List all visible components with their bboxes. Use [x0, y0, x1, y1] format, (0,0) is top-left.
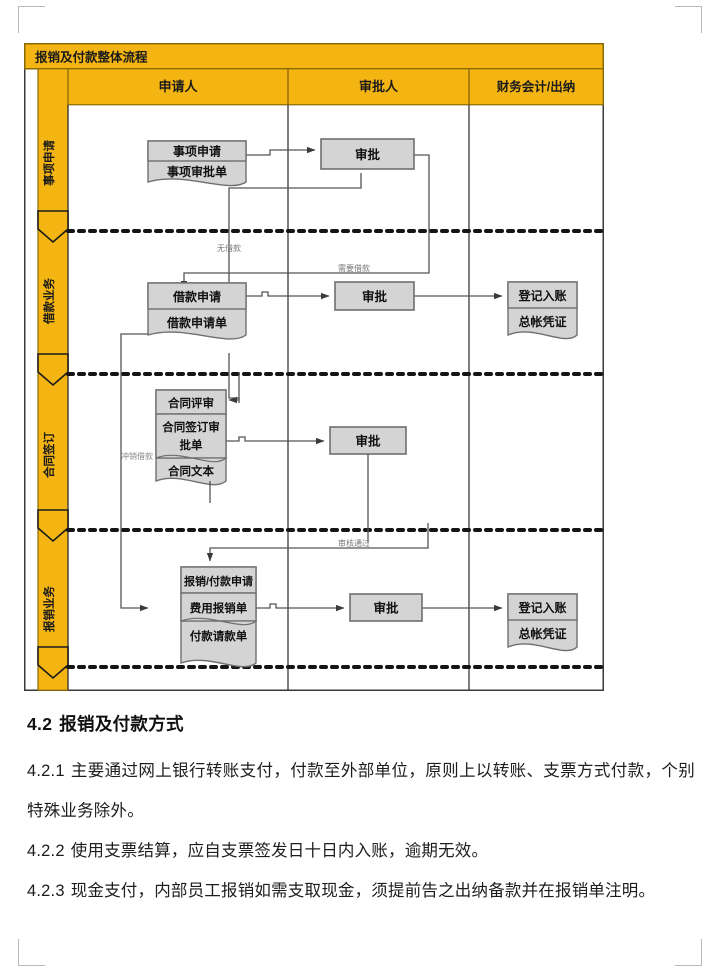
- edge-expense-to-approve: [256, 603, 345, 612]
- column-header-finance: 财务会计/出纳: [496, 79, 575, 94]
- edge-matter-approve-down: [228, 173, 362, 291]
- section-title: 报销及付款方式: [59, 714, 184, 734]
- lane-label-contract: 合同签订: [42, 432, 56, 478]
- edge-need-loan: [180, 154, 430, 290]
- flowchart-canvas: 报销及付款整体流程 申请人 审批人 财务会计/出纳 事项申请 借款业务 合同签订…: [24, 43, 604, 691]
- swimlane-flowchart: 报销及付款整体流程 申请人 审批人 财务会计/出纳 事项申请 借款业务 合同签订…: [24, 43, 604, 691]
- node-expense-register: 登记入账 总帐凭证: [507, 593, 578, 652]
- edge-loan-to-expense: [120, 333, 149, 612]
- node-loan-register-line-1: 登记入账: [517, 288, 566, 303]
- diagram-outer-frame: [24, 43, 604, 691]
- lane-label-expense: 报销业务: [42, 586, 56, 632]
- paragraph-421-text: 主要通过网上银行转账支付，付款至外部单位，原则上以转账、支票方式付款，个别特殊业…: [27, 761, 695, 820]
- edge-audit-passed: [206, 523, 429, 562]
- node-expense-approve-label: 审批: [373, 601, 399, 616]
- node-contract-line-3: 批单: [180, 438, 203, 452]
- node-expense-approve: 审批: [349, 593, 423, 622]
- paragraph-423-number: 4.2.3: [27, 881, 65, 900]
- column-header-approver: 审批人: [359, 79, 399, 94]
- lane-marker-matter: 事项申请: [37, 140, 69, 244]
- node-contract-approve-label: 审批: [355, 434, 381, 449]
- node-loan-apply-line-1: 借款申请: [172, 289, 221, 304]
- node-expense-line-3: 付款请款单: [190, 629, 248, 643]
- edge-label-no-loan: 无借款: [217, 243, 241, 253]
- node-expense-register-line-1: 登记入账: [517, 600, 566, 615]
- node-matter-apply-line-2: 事项审批单: [167, 164, 227, 179]
- lane-label-matter: 事项申请: [42, 140, 56, 186]
- node-expense-line-1: 报销/付款申请: [184, 574, 253, 588]
- node-contract-line-2: 合同签订审: [162, 420, 220, 434]
- edge-loan-apply-to-approve: [246, 291, 330, 300]
- column-header-applicant: 申请人: [158, 79, 198, 94]
- lane-marker-expense: 报销业务: [37, 586, 69, 680]
- lane-marker-contract: 合同签订: [37, 432, 69, 543]
- section-number: 4.2: [27, 714, 53, 734]
- edge-label-audit-passed: 审核通过: [338, 538, 370, 548]
- lane-label-loan: 借款业务: [42, 278, 56, 325]
- node-loan-apply: 借款申请 借款申请单: [147, 282, 247, 340]
- node-loan-approve-label: 审批: [362, 289, 388, 304]
- lane-marker-loan: 借款业务: [37, 278, 69, 387]
- page-margin-mark-top-left: [18, 6, 45, 33]
- node-loan-register: 登记入账 总帐凭证: [507, 281, 578, 340]
- edge-label-offset-loan: 冲销借款: [121, 451, 153, 461]
- edge-contract-to-approve: [226, 436, 325, 445]
- edge-into-contract-review: [228, 373, 240, 404]
- node-expense-line-2: 费用报销单: [190, 601, 248, 615]
- paragraph-423-text: 现金支付，内部员工报销如需支取现金，须提前告之出纳备款并在报销单注明。: [70, 881, 656, 900]
- diagram-title-bar: [24, 43, 604, 70]
- page-margin-mark-bottom-right: [675, 939, 702, 966]
- paragraph-422: 4.2.2 使用支票结算，应自支票签发日十日内入账，逾期无效。: [27, 831, 695, 871]
- node-contract-line-1: 合同评审: [168, 396, 214, 410]
- node-matter-apply: 事项申请 事项审批单: [147, 140, 247, 187]
- diagram-title: 报销及付款整体流程: [35, 50, 148, 65]
- node-matter-apply-line-1: 事项申请: [173, 144, 221, 159]
- paragraph-421-number: 4.2.1: [27, 761, 65, 780]
- edge-label-need-loan: 需要借款: [338, 263, 370, 273]
- paragraph-422-text: 使用支票结算，应自支票签发日十日内入账，逾期无效。: [70, 841, 489, 860]
- edge-matter-apply-to-approve: [246, 146, 316, 156]
- node-contract-review: 合同评审 合同签订审 批单 合同文本: [155, 389, 228, 486]
- node-loan-apply-line-2: 借款申请单: [166, 315, 227, 330]
- node-contract-approve: 审批: [329, 426, 407, 455]
- column-header-band: [67, 68, 604, 106]
- paragraph-423: 4.2.3 现金支付，内部员工报销如需支取现金，须提前告之出纳备款并在报销单注明。: [27, 871, 695, 911]
- node-loan-register-line-2: 总帐凭证: [518, 314, 566, 329]
- node-matter-approve: 审批: [320, 138, 415, 170]
- section-heading: 4.2 报销及付款方式: [27, 712, 695, 737]
- node-loan-approve: 审批: [334, 281, 415, 311]
- page-margin-mark-top-right: [675, 6, 702, 33]
- paragraph-422-number: 4.2.2: [27, 841, 65, 860]
- page-margin-mark-bottom-left: [18, 939, 45, 966]
- node-contract-line-4: 合同文本: [168, 464, 214, 478]
- node-matter-approve-label: 审批: [355, 147, 381, 162]
- node-expense-apply: 报销/付款申请 费用报销单 付款请款单: [180, 566, 258, 668]
- node-expense-register-line-2: 总帐凭证: [518, 626, 566, 641]
